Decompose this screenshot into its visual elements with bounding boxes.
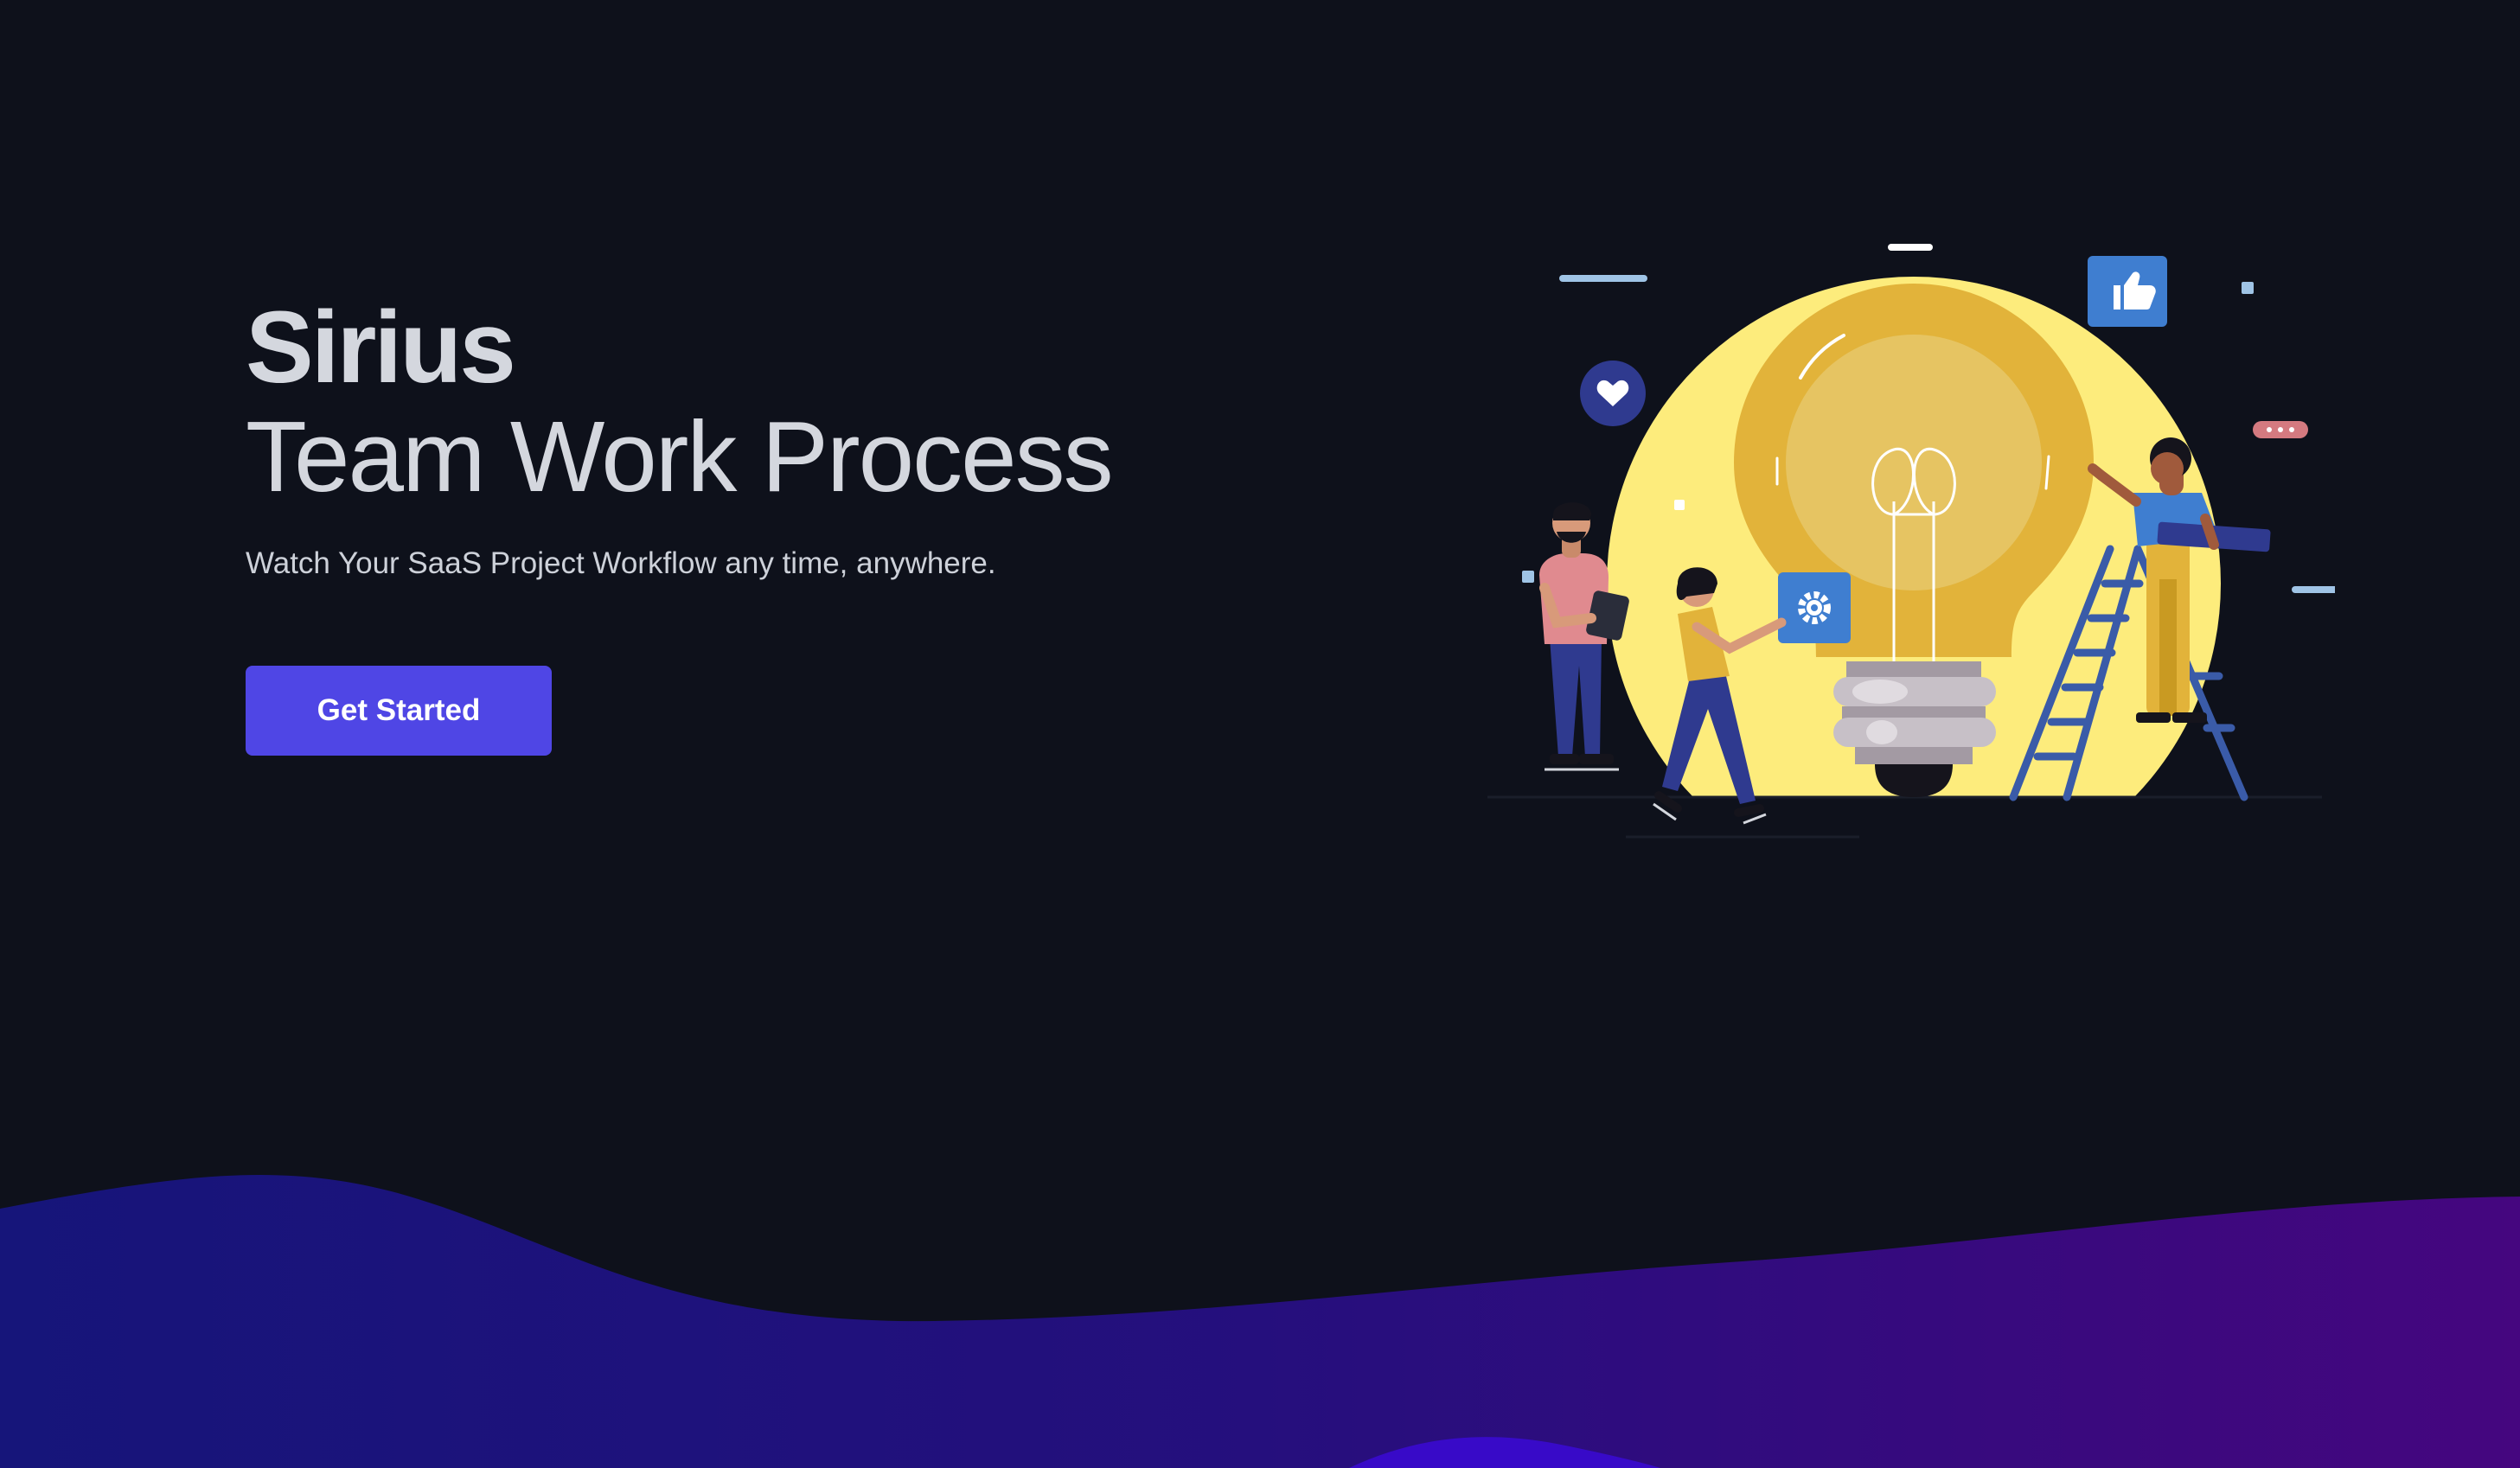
lightbulb-icon — [1734, 284, 2094, 797]
decor-dot — [1522, 571, 1534, 583]
gear-icon — [1778, 572, 1851, 643]
hero-text: Sirius Team Work Process Watch Your SaaS… — [246, 294, 1283, 583]
person-with-tablet — [1539, 502, 1629, 771]
hero-headline: Team Work Process — [246, 400, 1114, 513]
thumbs-up-icon — [2088, 256, 2167, 327]
heart-icon — [1580, 361, 1646, 426]
brand-name: Sirius — [246, 290, 516, 405]
decor-dash — [1559, 275, 1647, 282]
bottom-wave — [0, 1174, 2520, 1468]
hero-subtitle: Watch Your SaaS Project Workflow any tim… — [246, 546, 996, 580]
decor-dash — [2292, 586, 2335, 593]
decor-dot — [1674, 500, 1685, 510]
chat-dots-icon — [2253, 421, 2308, 438]
teamwork-illustration — [1487, 244, 2335, 839]
decor-dash — [1888, 244, 1933, 251]
person-walking — [1653, 567, 1787, 825]
decor-dot — [2242, 282, 2254, 294]
get-started-button[interactable]: Get Started — [246, 666, 552, 756]
person-on-ladder — [2088, 437, 2271, 723]
